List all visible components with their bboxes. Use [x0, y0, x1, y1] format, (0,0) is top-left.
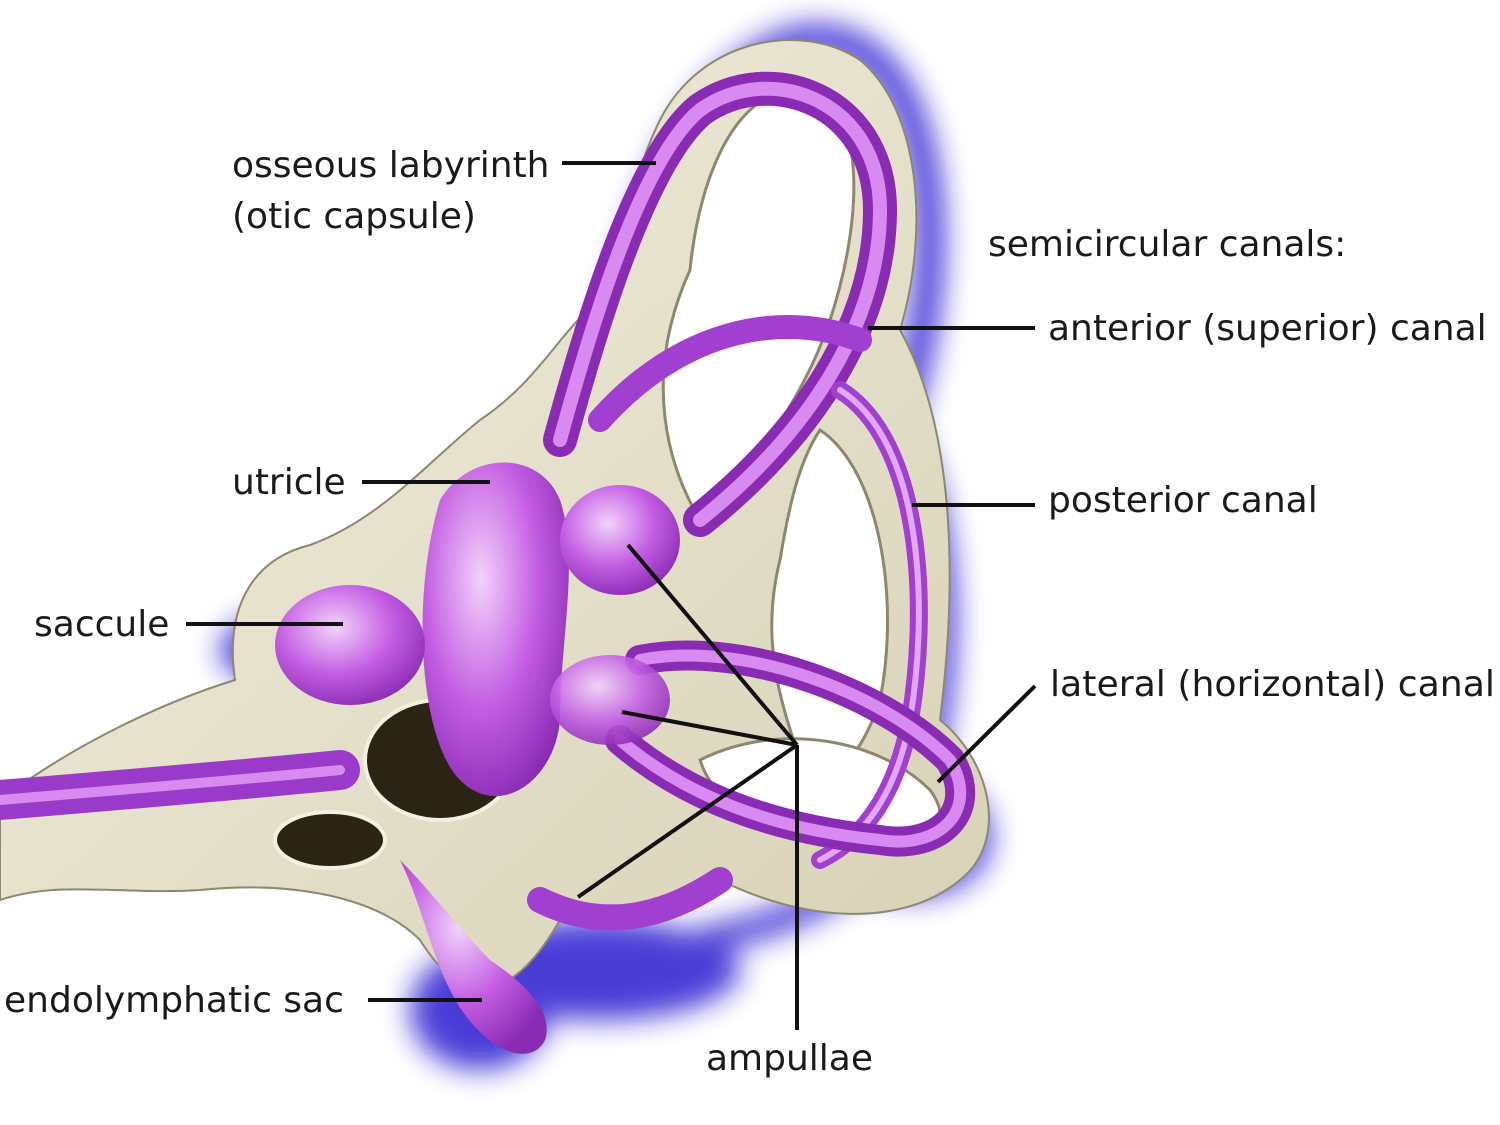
label-anterior-canal: anterior (superior) canal: [1048, 308, 1487, 349]
label-utricle: utricle: [232, 462, 346, 503]
leader-lines: [186, 161, 1037, 1030]
label-semicircular-canals: semicircular canals:: [988, 224, 1346, 265]
ampulla-lateral-shape: [550, 655, 670, 745]
leader-ampullae-3: [576, 743, 799, 899]
ampulla-anterior-shape: [560, 485, 680, 595]
leader-lateral: [936, 684, 1037, 784]
label-lateral-canal: lateral (horizontal) canal: [1050, 664, 1495, 705]
membranous-labyrinth: [0, 71, 976, 931]
leader-ampullae-1: [626, 543, 799, 747]
utricle-shape: [422, 462, 569, 797]
label-posterior-canal: posterior canal: [1048, 480, 1318, 521]
label-osseous-labyrinth: osseous labyrinth: [232, 145, 550, 186]
endolymphatic-sac-shape: [400, 860, 547, 1054]
leader-ampullae-2: [621, 710, 798, 747]
label-endolymphatic-sac: endolymphatic sac: [4, 980, 344, 1021]
label-otic-capsule: (otic capsule): [232, 196, 476, 237]
label-saccule: saccule: [34, 604, 169, 645]
saccule-shape: [275, 585, 425, 705]
label-ampullae: ampullae: [706, 1038, 873, 1079]
